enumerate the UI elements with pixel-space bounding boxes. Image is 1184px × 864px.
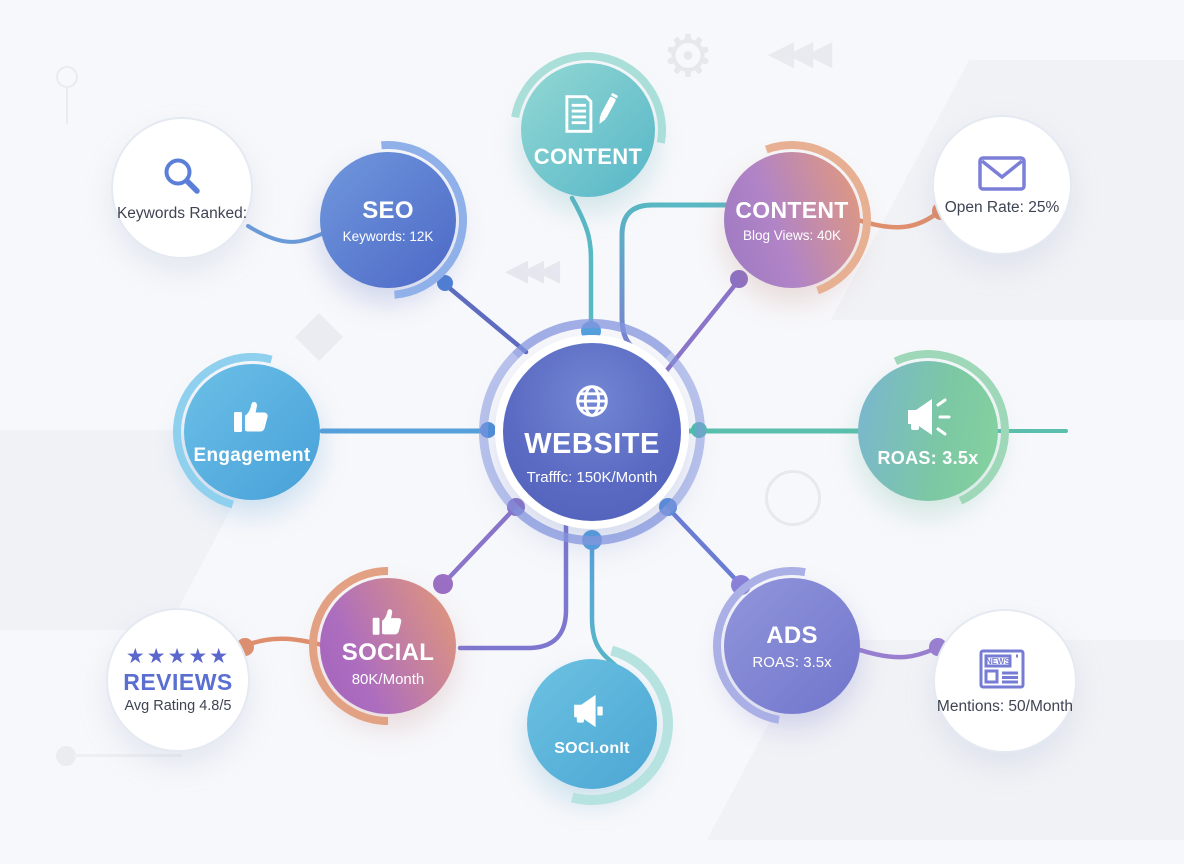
circuit-dot bbox=[56, 746, 76, 766]
satellite-reviews: ★★★★★ REVIEWS Avg Rating 4.8/5 bbox=[106, 608, 250, 752]
node-metric: 80K/Month bbox=[351, 670, 425, 688]
gear-icon: ⚙ bbox=[662, 24, 714, 89]
newspaper-icon: NEWS bbox=[976, 646, 1034, 692]
node-title: ADS bbox=[766, 621, 818, 649]
node-social: SOCIAL 80K/Month bbox=[320, 578, 456, 714]
node-metric: ROAS: 3.5x bbox=[877, 447, 979, 468]
megaphone-icon bbox=[567, 690, 617, 732]
satellite-label: Keywords Ranked: bbox=[116, 205, 248, 222]
node-metric: Keywords: 12K bbox=[342, 228, 434, 244]
node-title: SOCI.onIt bbox=[554, 740, 630, 757]
node-website: WEBSITE Trafffc: 150K/Month bbox=[479, 319, 705, 545]
node-metric: Trafffc: 150K/Month bbox=[526, 469, 658, 486]
thumbs-up-icon bbox=[230, 397, 274, 437]
node-engagement: Engagement bbox=[184, 364, 320, 500]
node-title: Engagement bbox=[193, 445, 311, 466]
globe-icon bbox=[569, 378, 615, 424]
satellite-label: Avg Rating 4.8/5 bbox=[124, 698, 232, 714]
satellite-label: Mentions: 50/Month bbox=[936, 698, 1074, 715]
node-title: WEBSITE bbox=[524, 428, 660, 460]
node-seo: SEO Keywords: 12K bbox=[320, 152, 456, 288]
satellite-title: REVIEWS bbox=[123, 669, 233, 695]
circuit-pin-icon bbox=[56, 66, 78, 88]
node-content-top: CONTENT bbox=[521, 63, 655, 197]
thumbs-up-icon bbox=[369, 605, 407, 639]
node-title: SOCIAL bbox=[341, 638, 435, 666]
search-icon bbox=[159, 153, 205, 199]
node-title: CONTENT bbox=[533, 144, 643, 169]
triple-arrow-icon: ◀◀◀ bbox=[768, 34, 833, 72]
node-title: CONTENT bbox=[735, 197, 849, 223]
circuit-line bbox=[74, 754, 182, 757]
satellite-mentions: NEWS Mentions: 50/Month bbox=[933, 609, 1077, 753]
node-roas: ROAS: 3.5x bbox=[858, 361, 998, 501]
satellite-keywords-ranked: Keywords Ranked: bbox=[111, 117, 253, 259]
triple-arrow-icon: ◀◀◀ bbox=[505, 254, 560, 287]
node-title: SEO bbox=[362, 196, 414, 224]
node-content-right: CONTENT Blog Views: 40K bbox=[724, 152, 860, 288]
node-metric: ROAS: 3.5x bbox=[752, 653, 832, 671]
circle-outline-decor bbox=[765, 470, 821, 526]
newspaper-masthead: NEWS bbox=[986, 657, 1011, 666]
satellite-label: Open Rate: 25% bbox=[944, 199, 1060, 216]
megaphone-icon bbox=[900, 394, 956, 440]
stars-icon: ★★★★★ bbox=[125, 645, 231, 668]
document-pen-icon bbox=[557, 90, 619, 138]
node-ads: ADS ROAS: 3.5x bbox=[724, 578, 860, 714]
node-social-bottom: SOCI.onIt bbox=[527, 659, 657, 789]
envelope-icon bbox=[976, 153, 1028, 193]
satellite-open-rate: Open Rate: 25% bbox=[932, 115, 1072, 255]
circuit-line bbox=[66, 88, 68, 124]
node-metric: Blog Views: 40K bbox=[742, 228, 842, 243]
